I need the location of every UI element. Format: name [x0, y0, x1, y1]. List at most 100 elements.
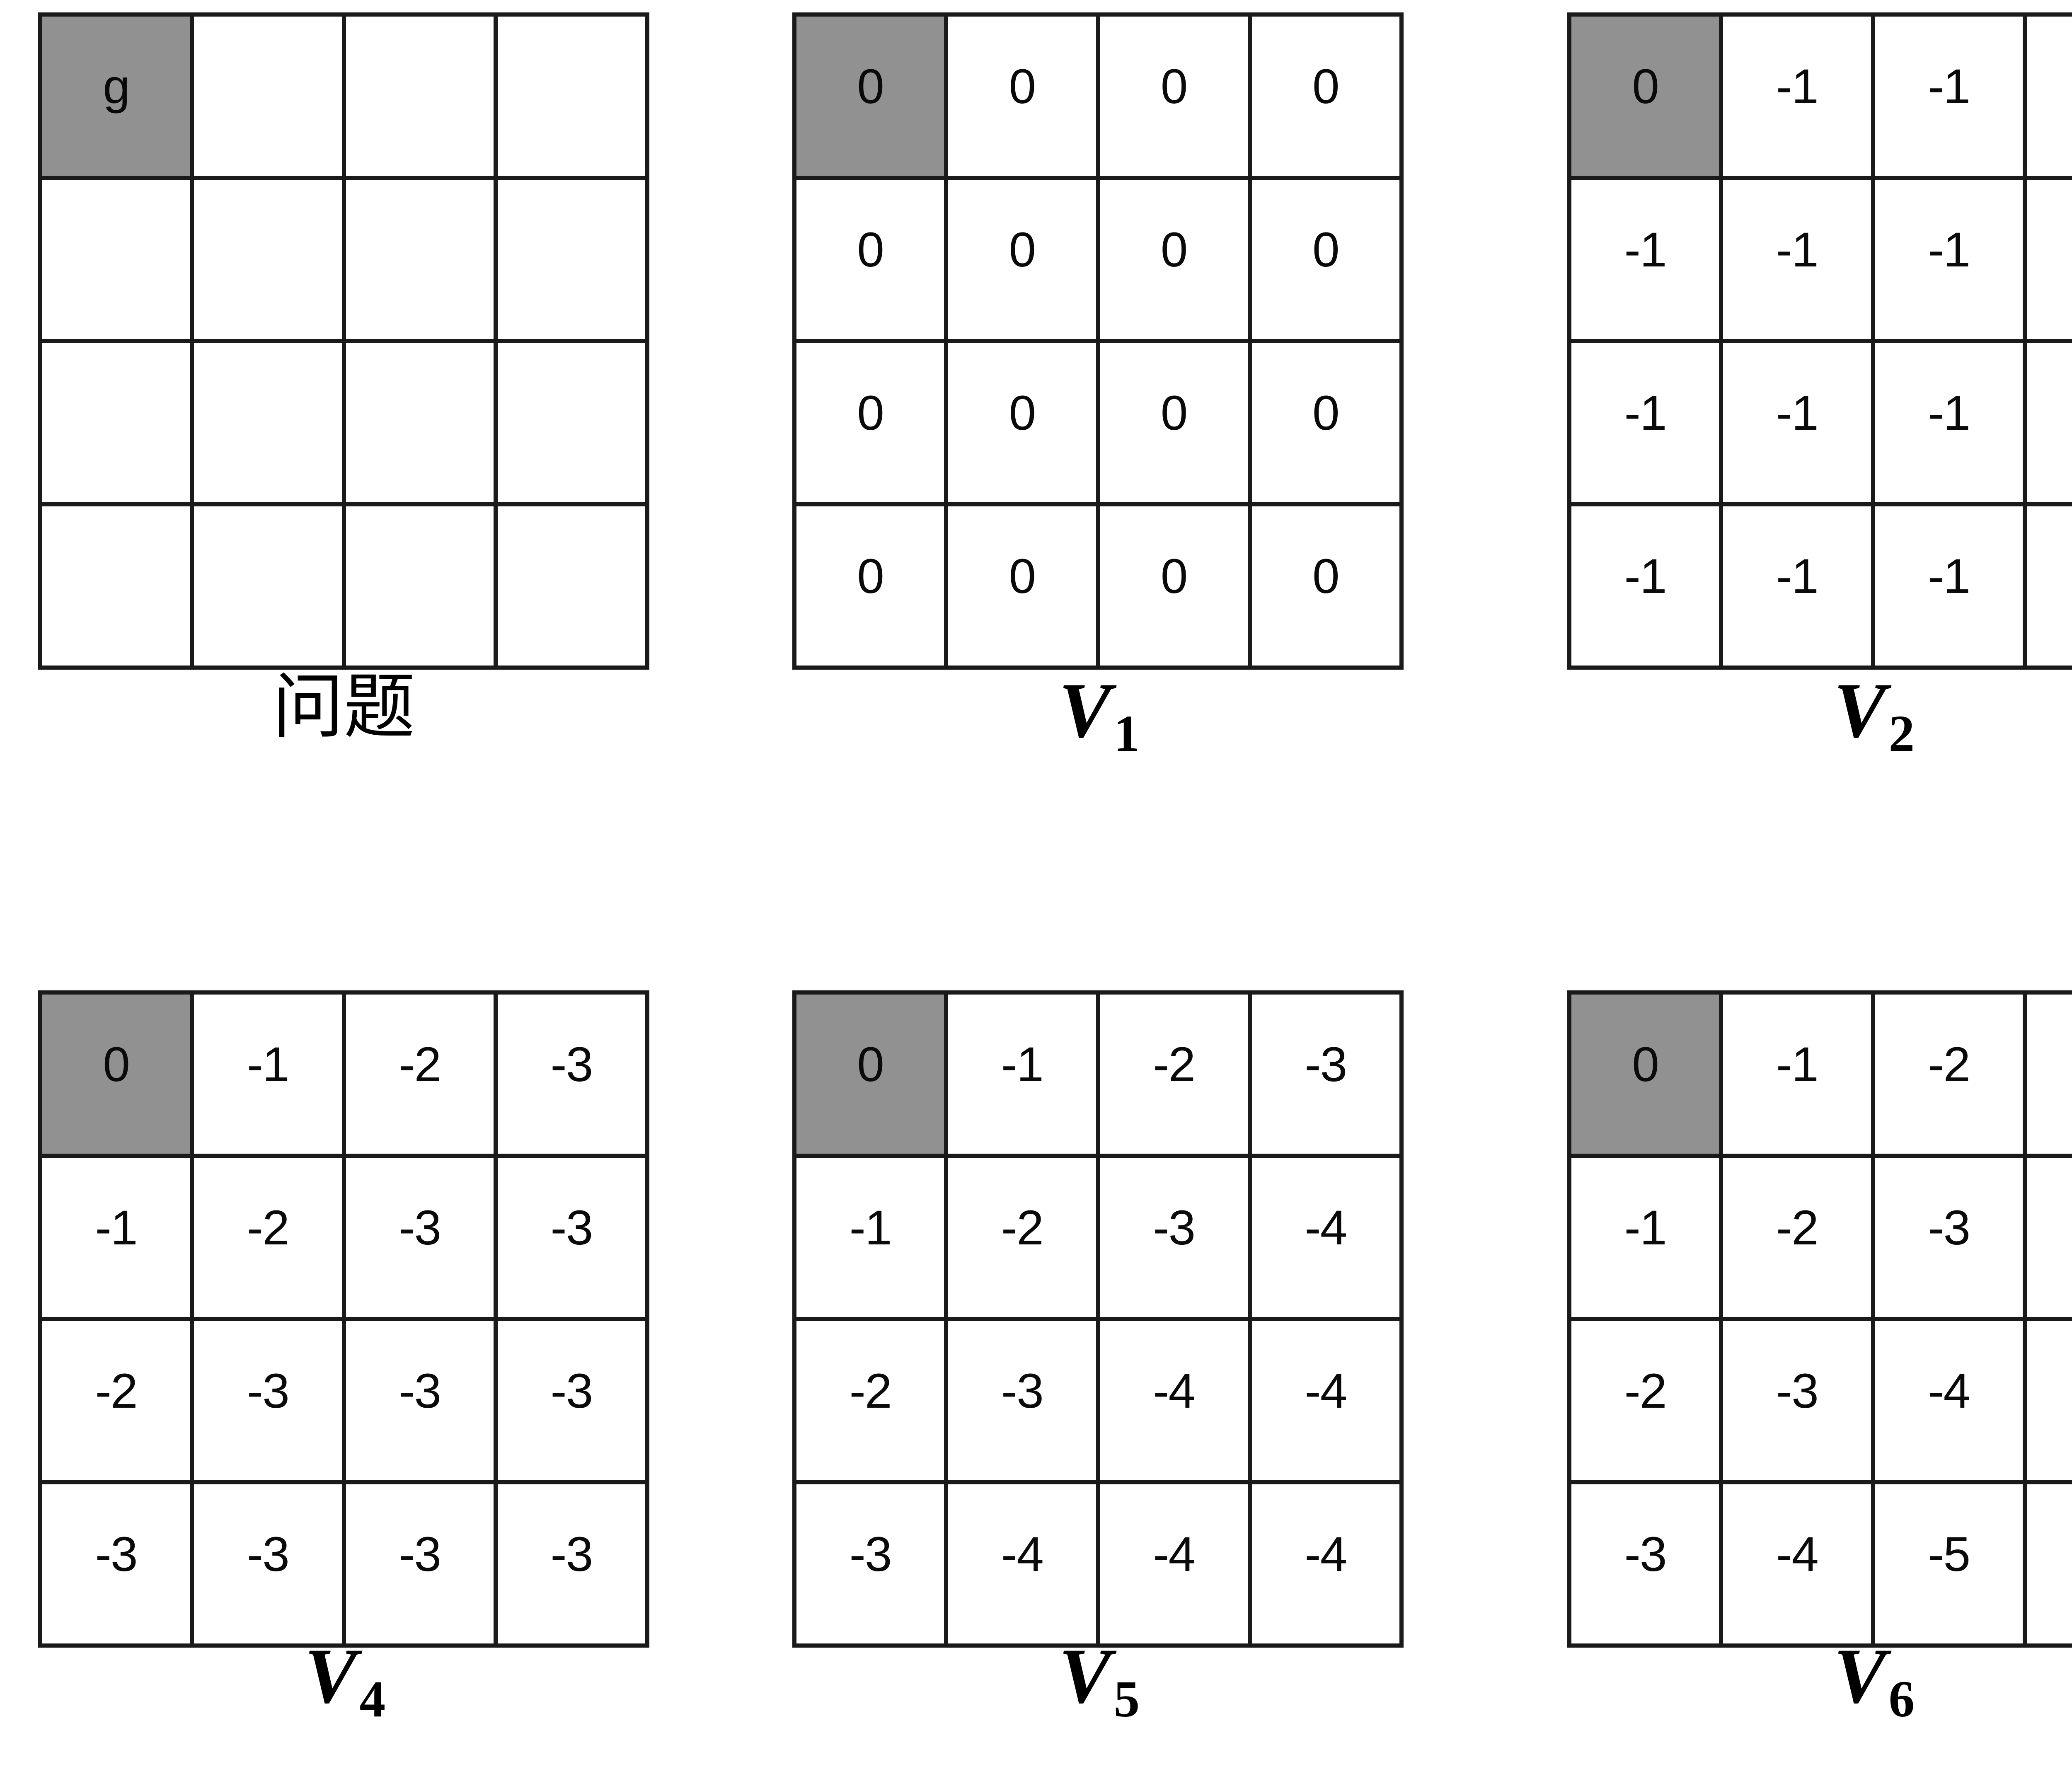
- grid-cell: 0: [38, 990, 194, 1158]
- grid-cell: -2: [190, 1154, 346, 1321]
- cell-value: -4: [1305, 1364, 1347, 1418]
- grid-cell: 0: [944, 12, 1100, 180]
- caption-base: V: [1833, 667, 1886, 754]
- grid-cell: -3: [944, 1317, 1100, 1484]
- cell-value: -5: [2027, 1321, 2072, 1416]
- cell-value: -2: [1624, 1364, 1667, 1418]
- grid-cell: -4: [2022, 1154, 2072, 1321]
- grid-cell: -1: [1871, 176, 2027, 343]
- grid-cell: -3: [190, 1317, 346, 1484]
- grid-row: 0-1-2-3: [792, 990, 1404, 1158]
- cell-value: -1: [1928, 549, 1970, 604]
- grid-cell: g: [38, 12, 194, 180]
- cell-value: [194, 343, 341, 389]
- grid-row: [38, 502, 650, 670]
- grid-caption-v4: V4: [38, 1637, 649, 1725]
- grid-cell: -1: [1719, 12, 1875, 180]
- cell-value: -4: [1153, 1527, 1196, 1582]
- grid-panel-v4: 0-1-2-3-1-2-3-3-2-3-3-3-3-3-3-3: [38, 990, 650, 1648]
- grid-cell: -3: [493, 1480, 650, 1648]
- value-grid: 0-1-2-3-1-2-3-4-2-3-4-4-3-4-4-4: [792, 990, 1404, 1648]
- grid-cell: -1: [1871, 339, 2027, 506]
- cell-value: [498, 180, 645, 225]
- grid-cell: -1: [1719, 339, 1875, 506]
- grid-cell: [493, 502, 650, 670]
- grid-cell: -3: [341, 1317, 498, 1484]
- cell-value: -1: [1776, 549, 1819, 604]
- cell-value: 0: [1312, 386, 1340, 440]
- grid-cell: [38, 176, 194, 343]
- caption-subscript: 2: [1888, 705, 1915, 762]
- caption-subscript: 5: [1113, 1670, 1140, 1728]
- grid-cell: -1: [1871, 12, 2027, 180]
- caption-base: V: [1833, 1633, 1886, 1720]
- cell-value: [498, 17, 645, 62]
- grid-panel-problem: g: [38, 12, 650, 670]
- cell-value: -3: [550, 1037, 593, 1092]
- cell-value: 0: [1009, 549, 1036, 604]
- grid-panel-v6: 0-1-2-3-1-2-3-4-2-3-4-5-3-4-5-5: [1567, 990, 2072, 1648]
- grid-cell: -1: [2022, 176, 2072, 343]
- grid-cell: 0: [792, 339, 949, 506]
- cell-value: 0: [1009, 386, 1036, 440]
- cell-value: -3: [1001, 1364, 1044, 1418]
- grid-cell: 0: [792, 502, 949, 670]
- grid-cell: [341, 12, 498, 180]
- grid-cell: -2: [944, 1154, 1100, 1321]
- cell-value: -2: [1776, 1200, 1819, 1255]
- grid-cell: -1: [1567, 1154, 1723, 1321]
- cell-value: 0: [857, 223, 884, 277]
- grid-row: -3-4-5-5: [1567, 1480, 2072, 1648]
- cell-value: -4: [1928, 1364, 1970, 1418]
- cell-value: 0: [857, 1037, 884, 1092]
- grid-row: [38, 176, 650, 343]
- value-grid: 0-1-2-3-1-2-3-4-2-3-4-5-3-4-5-5: [1567, 990, 2072, 1648]
- grid-cell: -3: [1719, 1317, 1875, 1484]
- cell-value: -3: [1776, 1364, 1819, 1418]
- grid-cell: [341, 176, 498, 343]
- grid-row: [38, 339, 650, 506]
- grid-panel-v2: 0-1-1-1-1-1-1-1-1-1-1-1-1-1-1-1: [1567, 12, 2072, 670]
- cell-value: -4: [2027, 1158, 2072, 1252]
- grid-cell: -1: [2022, 12, 2072, 180]
- cell-value: -3: [399, 1200, 441, 1255]
- cell-value: -4: [1001, 1527, 1044, 1582]
- grid-cell: -2: [1871, 990, 2027, 1158]
- cell-value: -1: [1928, 223, 1970, 277]
- grid-cell: -2: [341, 990, 498, 1158]
- caption-text: V2: [1833, 667, 1915, 760]
- grid-cell: -1: [1567, 502, 1723, 670]
- cell-value: 0: [1009, 223, 1036, 277]
- grid-cell: -1: [2022, 339, 2072, 506]
- grid-cell: 0: [1247, 339, 1404, 506]
- cell-value: 0: [1160, 386, 1188, 440]
- cell-value: -2: [247, 1200, 290, 1255]
- grid-cell: 0: [944, 502, 1100, 670]
- grid-row: -1-1-1-1: [1567, 176, 2072, 343]
- grid-cell: 0: [1567, 990, 1723, 1158]
- grid-cell: [341, 502, 498, 670]
- grid-cell: -1: [1719, 990, 1875, 1158]
- grid-cell: -3: [1096, 1154, 1252, 1321]
- grid-cell: [493, 176, 650, 343]
- cell-value: -1: [1776, 386, 1819, 440]
- grid-cell: 0: [944, 339, 1100, 506]
- grid-row: -3-3-3-3: [38, 1480, 650, 1648]
- grid-cell: [493, 12, 650, 180]
- cell-value: -3: [1305, 1037, 1347, 1092]
- grid-cell: -1: [2022, 502, 2072, 670]
- grid-row: -2 -3 -4 -5: [1567, 1317, 2072, 1484]
- grid-cell: 0: [1096, 12, 1252, 180]
- grid-cell: -3: [190, 1480, 346, 1648]
- cell-value: 0: [1632, 59, 1659, 114]
- grid-cell: -4: [1096, 1480, 1252, 1648]
- grid-row: -2-3-4-4: [792, 1317, 1404, 1484]
- grid-row: -1-2-3-3: [38, 1154, 650, 1321]
- cell-value: 0: [1632, 1037, 1659, 1092]
- caption-text: V1: [1059, 667, 1140, 760]
- cell-value: -1: [849, 1200, 892, 1255]
- cell-value: 0: [103, 1037, 130, 1092]
